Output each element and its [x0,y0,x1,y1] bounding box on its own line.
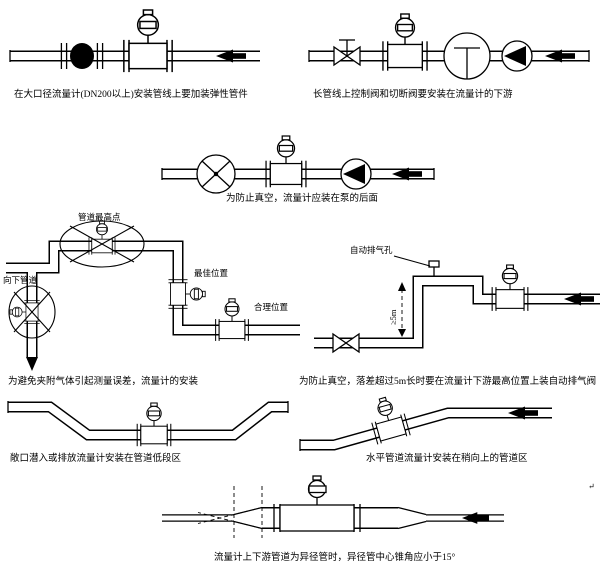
caption-gas-positions: 为避免夹附气体引起测量误差，流量计的安装 [8,377,199,387]
diagram-reducer-angle [162,475,504,538]
caption-elastic-fitting: 在大口径流量计(DN200以上)安装管线上要加装弹性管件 [14,90,248,100]
dim-arrow-up [398,282,406,291]
caption-low-section: 敞口潜入或排放流量计安装在管道低段区 [10,454,182,464]
dim-arrow-down [398,329,406,337]
cone-angle-line [197,512,263,529]
label-best-position: 最佳位置 [194,268,229,278]
label-auto-vent-hole: 自动排气孔 [350,245,393,255]
pump-icon [340,158,372,190]
prohibited-ellipse [8,285,56,339]
diagram-auto-vent: ≥5m 自动排气孔 [314,245,600,353]
flowmeter-icon [491,264,529,312]
caption-auto-vent: 为防止真空，落差超过5m长时要在流量计下游最高位置上装自动排气阀 [299,377,597,387]
flowmeter-icon [382,13,428,72]
pump-icon [501,40,533,72]
label-min-drop: ≥5m [388,309,398,325]
label-pipe-highest-point: 管道最高点 [78,212,121,222]
diagram-upward-section [299,393,552,451]
elastic-fitting-icon [70,43,94,69]
valve-icon [332,333,360,353]
shutoff-valve-icon [443,32,491,80]
diagram-behind-pump [161,135,435,194]
flowmeter-icon [273,475,361,532]
label-reasonable-position: 合理位置 [254,302,289,312]
flowmeter-icon [265,135,307,188]
diagram-elastic-fitting [9,9,260,73]
diagram-valves-downstream [308,13,590,80]
cross-line [69,225,135,263]
caption-upward-section: 水平管道流量计安装在稍向上的管道区 [366,454,528,464]
diagram-gas-positions: 管道最高点 向下管道 最佳位置 合理位置 [3,212,300,371]
flowmeter-icon-reasonable [215,298,249,342]
butterfly-valve-icon [196,154,236,194]
leader-line [393,255,431,267]
flow-arrow-icon [462,512,489,524]
cone-angle-line [197,507,263,524]
caption-reducer-angle: 流量计上下游管道为异径管时，异径管中心锥角应小于15° [214,553,456,563]
cross-line [13,291,51,333]
vent-icon [428,260,440,268]
flowmeter-icon [123,9,173,73]
flowmeter-icon-best [168,279,206,309]
label-downward-pipe: 向下管道 [3,275,38,285]
flowmeter-icon [136,402,172,447]
caption-valves-downstream: 长管线上控制阀和切断阀要安装在流量计的下游 [313,90,513,100]
caption-behind-pump: 为防止真空，流量计应装在泵的后面 [226,194,379,204]
down-arrow-icon [26,357,38,371]
prohibited-ellipse [59,220,145,268]
return-mark: ↵ [588,482,595,491]
diagram-low-section [7,401,289,447]
